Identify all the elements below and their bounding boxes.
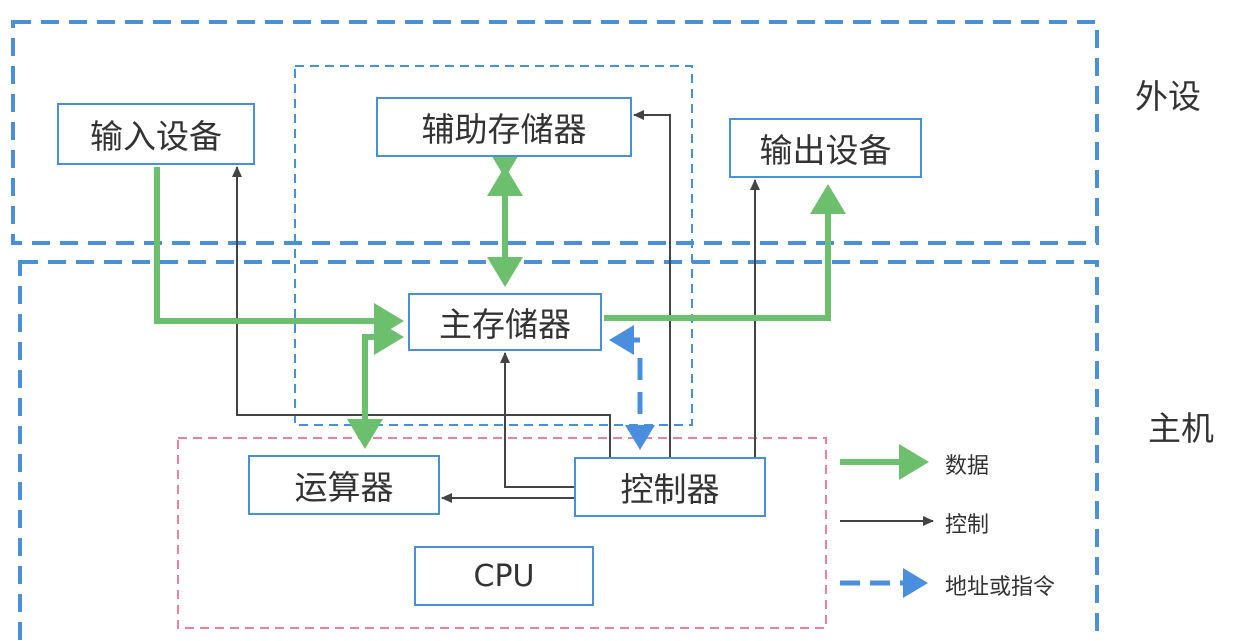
cpu-region: [177, 437, 827, 629]
controller-box: 控制器: [574, 457, 766, 517]
host-region: [18, 260, 1099, 641]
main-memory-box: 主存储器: [408, 293, 602, 351]
alu-box: 运算器: [248, 455, 440, 515]
control-line-main: [500, 352, 574, 488]
memory-region: [294, 65, 693, 426]
control-line-aux: [633, 110, 671, 457]
peripheral-label: 外设: [1135, 77, 1201, 116]
data-line-alu-main: [362, 319, 404, 443]
input-device-box: 输入设备: [57, 103, 255, 165]
legend-address-label: 地址或指令: [945, 575, 1056, 600]
data-line-main-output: [604, 184, 846, 321]
control-line-input: [232, 166, 611, 457]
host-label: 主机: [1148, 409, 1214, 448]
legend-data-label: 数据: [945, 454, 990, 479]
peripheral-region: [11, 20, 1099, 245]
legend-control-label: 控制: [945, 513, 990, 538]
data-line-input-main: [154, 167, 404, 339]
output-device-box: 输出设备: [729, 118, 922, 178]
aux-storage-box: 辅助存储器: [376, 97, 632, 157]
cpu-label: CPU: [414, 546, 594, 606]
